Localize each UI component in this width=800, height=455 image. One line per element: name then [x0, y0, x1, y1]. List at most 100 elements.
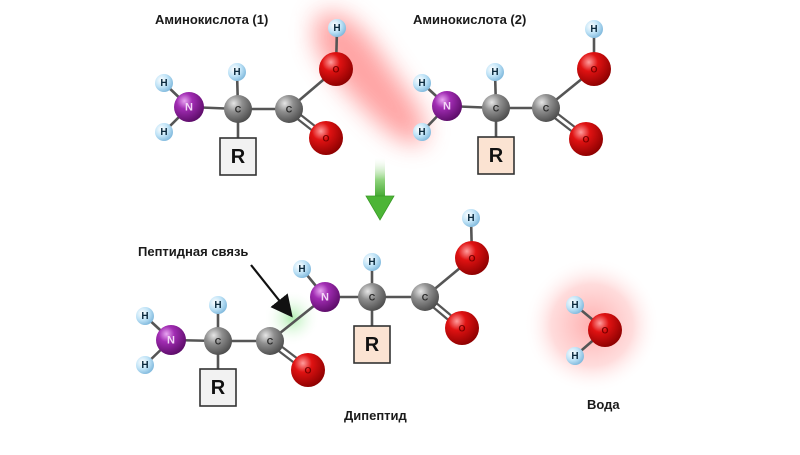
amino-acid-1-hydrogen-atom: H — [155, 74, 173, 92]
hydrogen-symbol: H — [233, 67, 240, 78]
water-formation-glow — [315, 12, 426, 145]
amino-acid-1-hydrogen-atom: H — [155, 123, 173, 141]
hydrogen-sphere — [293, 260, 311, 278]
dipeptide-nitrogen-atom: N — [156, 325, 186, 355]
oxygen-sphere — [309, 121, 343, 155]
radical-box — [219, 137, 257, 176]
carbon-symbol: C — [422, 293, 429, 303]
peptide-bond-label: Пептидная связь — [138, 244, 249, 259]
amino-acid-2-hydrogen-atom: H — [585, 20, 603, 38]
oxygen-symbol: O — [304, 366, 311, 376]
dipeptide-label: Дипептид — [344, 408, 407, 423]
carbon-sphere — [358, 283, 386, 311]
carbon-sphere — [204, 327, 232, 355]
carbon-sphere — [482, 94, 510, 122]
carbon-sphere — [224, 95, 252, 123]
carbon-sphere — [256, 327, 284, 355]
carbon-symbol: C — [215, 337, 222, 347]
dipeptide-carbon-atom: C — [411, 283, 439, 311]
oxygen-sphere — [455, 241, 489, 275]
hydrogen-symbol: H — [590, 24, 597, 35]
carbon-sphere — [411, 283, 439, 311]
oxygen-sphere — [577, 52, 611, 86]
hydrogen-symbol: H — [467, 213, 474, 224]
carbon-sphere — [275, 95, 303, 123]
hydrogen-symbol: H — [571, 351, 578, 362]
amino-acid-1-carbon-atom: C — [275, 95, 303, 123]
water-oxygen-atom: O — [588, 313, 622, 347]
dipeptide-hydrogen-atom: H — [363, 253, 381, 271]
oxygen-sphere — [319, 52, 353, 86]
oxygen-symbol: O — [582, 135, 589, 145]
peptide-bond-pointer-arrow — [250, 264, 293, 318]
amino-acid-1-nitrogen-atom: N — [174, 92, 204, 122]
radical-symbol: R — [231, 146, 246, 168]
nitrogen-sphere — [174, 92, 204, 122]
oxygen-symbol: O — [590, 65, 597, 75]
radical-symbol: R — [489, 145, 504, 167]
dipeptide-carbon-atom: C — [358, 283, 386, 311]
dipeptide-hydrogen-atom: H — [209, 296, 227, 314]
nitrogen-sphere — [310, 282, 340, 312]
oxygen-sphere — [569, 122, 603, 156]
amino-acid-2-hydrogen-atom: H — [486, 63, 504, 81]
hydrogen-symbol: H — [571, 300, 578, 311]
carbon-sphere — [532, 94, 560, 122]
amino-acid-2-hydrogen-atom: H — [413, 74, 431, 92]
hydrogen-symbol: H — [160, 127, 167, 138]
dipeptide-oxygen-atom: O — [291, 353, 325, 387]
radical-symbol: R — [211, 377, 226, 399]
carbon-symbol: C — [235, 105, 242, 115]
oxygen-symbol: O — [322, 134, 329, 144]
hydrogen-symbol: H — [214, 300, 221, 311]
oxygen-sphere — [588, 313, 622, 347]
hydrogen-sphere — [413, 123, 431, 141]
hydrogen-sphere — [566, 347, 584, 365]
hydrogen-sphere — [413, 74, 431, 92]
nitrogen-symbol: N — [185, 102, 193, 114]
hydrogen-symbol: H — [141, 360, 148, 371]
water-label: Вода — [587, 397, 620, 412]
hydrogen-sphere — [328, 19, 346, 37]
oxygen-sphere — [445, 311, 479, 345]
dipeptide-radical-group: R — [199, 368, 237, 407]
amino-acid-2-carbon-atom: C — [482, 94, 510, 122]
hydrogen-sphere — [155, 123, 173, 141]
hydrogen-sphere — [585, 20, 603, 38]
nitrogen-symbol: N — [321, 292, 329, 304]
water-hydrogen-atom: H — [566, 347, 584, 365]
carbon-symbol: C — [369, 293, 376, 303]
reaction-arrow-icon — [365, 158, 395, 221]
dipeptide-hydrogen-atom: H — [136, 307, 154, 325]
dipeptide-carbon-atom: C — [204, 327, 232, 355]
hydrogen-sphere — [462, 209, 480, 227]
amino-acid-2-radical-group: R — [477, 136, 515, 175]
hydrogen-symbol: H — [298, 264, 305, 275]
amino-acid-2-carbon-atom: C — [532, 94, 560, 122]
hydrogen-symbol: H — [333, 23, 340, 34]
hydrogen-sphere — [155, 74, 173, 92]
amino-acid-1-oxygen-atom: O — [319, 52, 353, 86]
amino-acid-1-carbon-atom: C — [224, 95, 252, 123]
oxygen-symbol: O — [332, 65, 339, 75]
hydrogen-symbol: H — [418, 78, 425, 89]
hydrogen-sphere — [486, 63, 504, 81]
carbon-symbol: C — [267, 337, 274, 347]
amino-acid-2-nitrogen-atom: N — [432, 91, 462, 121]
hydrogen-sphere — [136, 307, 154, 325]
nitrogen-symbol: N — [167, 335, 175, 347]
hydrogen-symbol: H — [160, 78, 167, 89]
radical-box — [353, 325, 391, 364]
radical-box — [477, 136, 515, 175]
dipeptide-carbon-atom: C — [256, 327, 284, 355]
hydrogen-symbol: H — [418, 127, 425, 138]
dipeptide-oxygen-atom: O — [445, 311, 479, 345]
oxygen-symbol: O — [601, 326, 608, 336]
hydrogen-sphere — [566, 296, 584, 314]
hydrogen-sphere — [228, 63, 246, 81]
radical-symbol: R — [365, 334, 380, 356]
dipeptide-hydrogen-atom: H — [136, 356, 154, 374]
